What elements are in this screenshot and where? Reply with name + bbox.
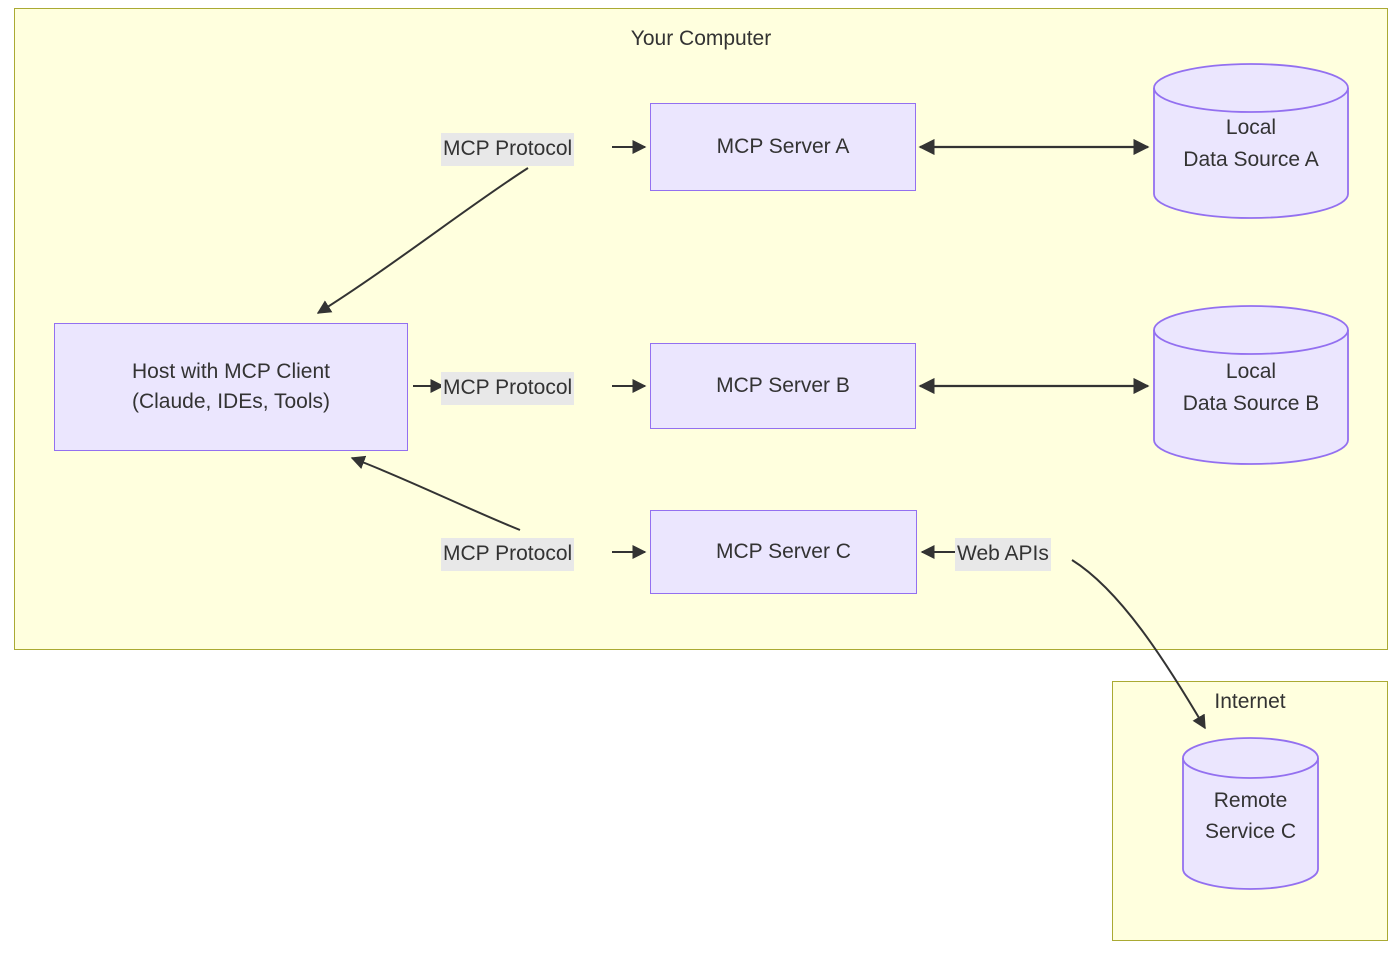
edge-server-c-remote-c	[920, 545, 1206, 730]
node-source-a-shape	[1153, 63, 1349, 219]
edge-host-server-a	[316, 140, 647, 314]
subgraph-internet-title: Internet	[1214, 690, 1286, 713]
subgraph-your-computer-title: Your Computer	[630, 27, 772, 50]
node-server-c-label: MCP Server C	[716, 540, 851, 564]
edge-host-server-c	[350, 455, 647, 559]
node-source-a[interactable]: Local Data Source A	[1152, 62, 1350, 220]
node-host-line-2: (Claude, IDEs, Tools)	[131, 390, 331, 413]
node-server-b-label: MCP Server B	[716, 374, 850, 398]
node-host-line-1: Host with MCP Client	[131, 360, 330, 384]
subgraph-internet: Internet	[1112, 681, 1388, 941]
node-server-a-label: MCP Server A	[716, 135, 850, 159]
edge-label-host-server-a: MCP Protocol	[441, 133, 575, 167]
node-source-b-shape	[1153, 305, 1349, 465]
node-server-a[interactable]: MCP Server A	[650, 103, 916, 191]
node-server-b[interactable]: MCP Server B	[650, 343, 916, 429]
node-remote-c-shape	[1182, 737, 1319, 890]
node-source-b[interactable]: Local Data Source B	[1152, 304, 1350, 466]
edge-label-server-c-remote-c: Web APIs	[955, 538, 1051, 572]
node-remote-c[interactable]: Remote Service C	[1181, 736, 1320, 891]
node-server-c[interactable]: MCP Server C	[650, 510, 917, 594]
edge-label-host-server-b: MCP Protocol	[441, 372, 575, 406]
node-host[interactable]: Host with MCP Client (Claude, IDEs, Tool…	[54, 323, 408, 451]
edge-label-host-server-c: MCP Protocol	[441, 538, 575, 572]
